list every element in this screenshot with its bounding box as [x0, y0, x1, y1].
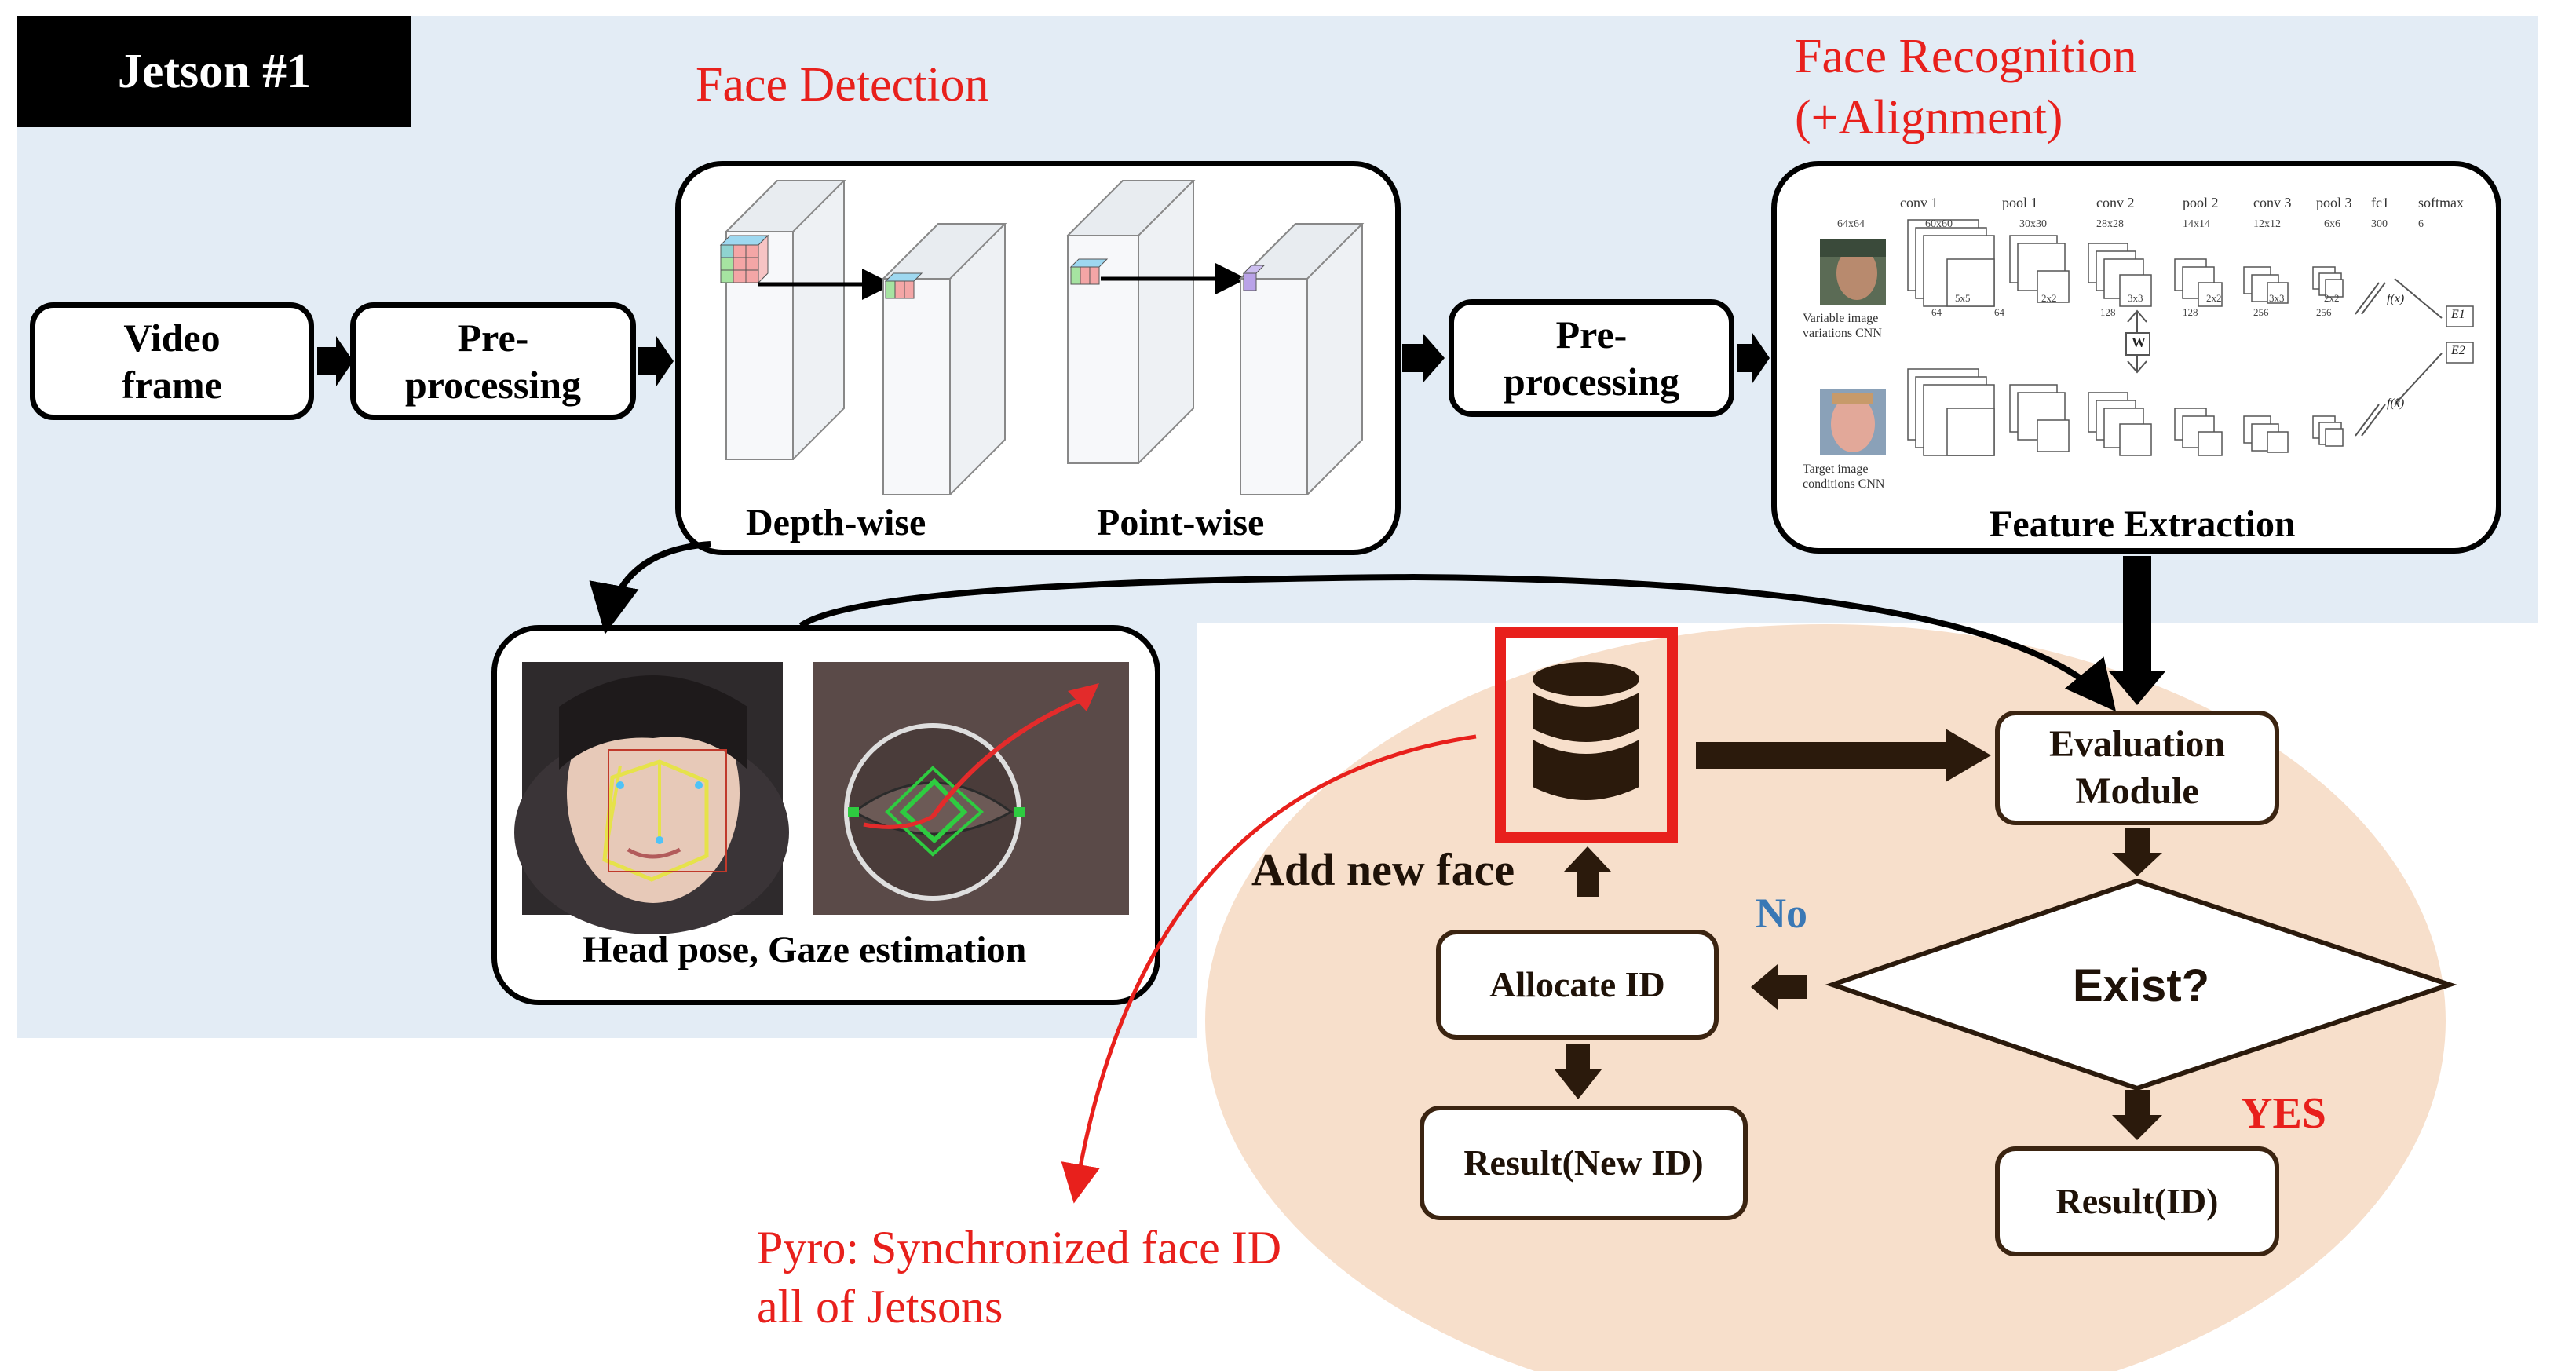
- cnn-f-bottom: f(x̂): [2387, 397, 2405, 410]
- cnn-kernel-5: 2x2: [2324, 292, 2340, 304]
- pipeline-arrow-2: [638, 336, 674, 386]
- cnn-label-pool1: pool 1: [2002, 195, 2038, 210]
- cnn-label-softmax: softmax: [2418, 195, 2464, 210]
- preprocessing-box-1: Pre- processing: [350, 302, 636, 420]
- cnn-top-caption: Variable image variations CNN: [1803, 312, 1882, 341]
- pointwise-output-slab: [1238, 223, 1365, 495]
- cnn-kernel-labels: 5x5 2x2 3x3 2x2 3x3 2x2: [1931, 292, 2355, 308]
- cnn-label-conv2: conv 2: [2096, 195, 2135, 210]
- result-new-id-box: Result(New ID): [1420, 1106, 1748, 1220]
- cnn-top-stack: [1907, 219, 2344, 307]
- depthwise-kernel-cube: [719, 234, 769, 284]
- feature-to-evaluation-arrow: [2109, 556, 2165, 705]
- video-frame-box: Video frame: [30, 302, 314, 420]
- face-detection-title: Face Detection: [696, 58, 989, 112]
- cnn-kernel-1: 2x2: [2041, 292, 2057, 304]
- cnn-energy-boxes: [2446, 305, 2474, 364]
- depthwise-output-slab: [881, 223, 1007, 495]
- cnn-bottom-caption: Target image conditions CNN: [1803, 462, 1885, 492]
- cnn-kernel-0: 5x5: [1955, 292, 1971, 304]
- cnn-size-3: 28x28: [2096, 218, 2124, 230]
- cnn-channel-labels: 64 64 128 128 256 256: [1931, 306, 2355, 322]
- cnn-channel-0: 64: [1931, 306, 1942, 318]
- pointwise-label: Point-wise: [1097, 502, 1265, 543]
- jetson-label: Jetson #1: [17, 16, 411, 127]
- cnn-channel-2: 128: [2100, 306, 2116, 318]
- cnn-kernel-3: 2x2: [2206, 292, 2222, 304]
- cnn-layer-labels: conv 1 pool 1 conv 2 pool 2 conv 3 pool …: [1900, 195, 2481, 218]
- gaze-eye-image: [813, 662, 1129, 915]
- cnn-fc-lines: [2355, 278, 2443, 437]
- cnn-kernel-4: 3x3: [2269, 292, 2285, 304]
- add-new-face-label: Add new face: [1251, 844, 1515, 895]
- pyro-sync-arrow: [1061, 734, 1477, 1204]
- cnn-size-0: 64x64: [1837, 218, 1865, 230]
- face-recognition-title: Face Recognition (+Alignment): [1795, 30, 2137, 144]
- evaluation-module-box: Evaluation Module: [1995, 711, 2279, 825]
- pointwise-input-cell: [1069, 258, 1109, 285]
- cnn-label-pool2: pool 2: [2183, 195, 2219, 210]
- cnn-top-face-image: [1820, 239, 1886, 305]
- cnn-size-5: 12x12: [2253, 218, 2281, 230]
- headpose-face-image: [514, 662, 789, 934]
- cnn-size-labels: 64x64 60x60 30x30 28x28 14x14 12x12 6x6 …: [1821, 218, 2489, 239]
- pipeline-arrow-4: [1737, 333, 1770, 383]
- cnn-size-8: 6: [2418, 218, 2424, 230]
- pointwise-output-cell: [1242, 265, 1266, 291]
- cnn-channel-3: 128: [2183, 306, 2198, 318]
- cnn-bottom-face-image: [1820, 389, 1886, 455]
- feature-extraction-caption: Feature Extraction: [1990, 503, 2296, 545]
- cnn-size-4: 14x14: [2183, 218, 2210, 230]
- no-label: No: [1756, 890, 1807, 937]
- cnn-kernel-2: 3x3: [2128, 292, 2143, 304]
- pointwise-input-slab: [1065, 180, 1196, 464]
- exist-to-allocate-arrow: [1751, 964, 1807, 1010]
- yes-label: YES: [2241, 1089, 2326, 1138]
- cnn-f-top: f(x): [2387, 292, 2405, 305]
- allocate-to-result-arrow: [1555, 1044, 1602, 1099]
- database-highlight-frame: [1495, 627, 1678, 843]
- exist-label: Exist?: [2073, 960, 2210, 1011]
- evaluation-to-exist-arrow: [2112, 828, 2162, 876]
- result-id-box: Result(ID): [1995, 1146, 2279, 1256]
- pyro-sync-note: Pyro: Synchronized face ID all of Jetson…: [757, 1222, 1282, 1333]
- cnn-channel-1: 64: [1994, 306, 2004, 318]
- pipeline-arrow-1: [317, 336, 353, 386]
- exist-to-result-arrow: [2112, 1090, 2162, 1140]
- cnn-label-conv3: conv 3: [2253, 195, 2292, 210]
- cnn-size-1: 60x60: [1925, 218, 1953, 230]
- cnn-label-pool3: pool 3: [2316, 195, 2352, 210]
- db-to-evaluation-arrow: [1696, 729, 1991, 782]
- cnn-weight-share: [2125, 309, 2150, 374]
- cnn-size-6: 6x6: [2324, 218, 2340, 230]
- cnn-e1-label: E1: [2451, 308, 2465, 321]
- cnn-e2-label: E2: [2451, 344, 2465, 357]
- cnn-size-2: 30x30: [2019, 218, 2047, 230]
- cnn-bottom-stack: [1907, 368, 2344, 456]
- headpose-caption: Head pose, Gaze estimation: [583, 929, 1027, 971]
- depthwise-input-slab: [724, 180, 846, 460]
- cnn-size-7: 300: [2371, 218, 2388, 230]
- pipeline-arrow-3: [1402, 333, 1445, 383]
- cnn-label-fc1: fc1: [2371, 195, 2389, 210]
- allocate-id-box: Allocate ID: [1436, 930, 1719, 1040]
- preprocessing-box-2: Pre- processing: [1449, 299, 1734, 417]
- cnn-channel-4: 256: [2253, 306, 2269, 318]
- exist-diamond: [1825, 878, 2457, 1091]
- cnn-label-conv1: conv 1: [1900, 195, 1938, 210]
- cnn-weight-label: W: [2132, 335, 2146, 350]
- cnn-channel-5: 256: [2316, 306, 2332, 318]
- depthwise-output-cell: [884, 272, 923, 299]
- depthwise-label: Depth-wise: [746, 502, 926, 543]
- allocate-to-database-arrow: [1564, 846, 1611, 897]
- database-icon: [1533, 662, 1639, 800]
